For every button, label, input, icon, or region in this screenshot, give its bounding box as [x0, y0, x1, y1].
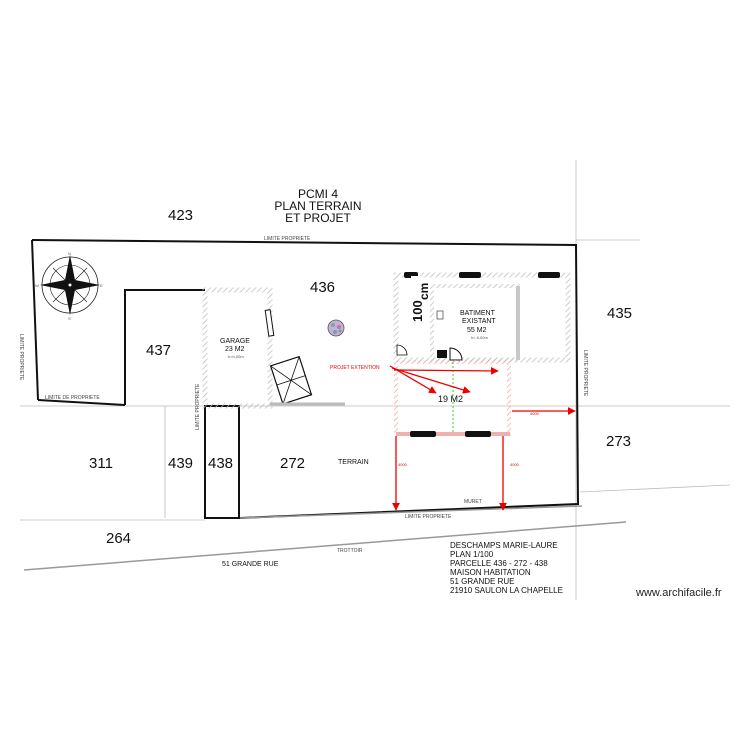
svg-text:BATIMENT: BATIMENT — [460, 310, 496, 317]
svg-text:cm: cm — [417, 283, 431, 300]
svg-text:TROTTOIR: TROTTOIR — [337, 548, 363, 554]
svg-text:100: 100 — [410, 300, 425, 322]
svg-text:435: 435 — [607, 305, 632, 322]
svg-text:DESCHAMPS MARIE-LAURE: DESCHAMPS MARIE-LAURE — [450, 541, 558, 550]
svg-text:311: 311 — [89, 455, 113, 472]
svg-text:55 M2: 55 M2 — [467, 327, 487, 334]
svg-text:PCMI 4: PCMI 4 — [298, 187, 338, 201]
svg-text:PARCELLE 436 - 272 - 438: PARCELLE 436 - 272 - 438 — [450, 559, 548, 568]
svg-text:4000: 4000 — [510, 462, 520, 467]
svg-text:LIMITE PROPRIETE: LIMITE PROPRIETE — [195, 383, 201, 430]
svg-text:ET PROJET: ET PROJET — [285, 211, 351, 225]
svg-text:21910 SAULON LA CHAPELLE: 21910 SAULON LA CHAPELLE — [450, 586, 563, 595]
svg-text:4000: 4000 — [530, 411, 540, 416]
road-lines — [23, 505, 627, 571]
parcel-outline — [31, 239, 580, 519]
svg-text:GARAGE: GARAGE — [220, 338, 250, 345]
svg-text:W: W — [35, 283, 39, 288]
svg-text:273: 273 — [606, 433, 631, 450]
projet-arrows — [389, 365, 576, 511]
svg-text:PLAN 1/100: PLAN 1/100 — [450, 550, 494, 559]
svg-text:51 GRANDE RUE: 51 GRANDE RUE — [222, 561, 279, 568]
svg-text:LIMITE PROPRIETE: LIMITE PROPRIETE — [264, 236, 311, 242]
svg-text:423: 423 — [168, 207, 193, 224]
svg-text:19 M2: 19 M2 — [438, 394, 463, 404]
svg-text:51 GRANDE RUE: 51 GRANDE RUE — [450, 577, 514, 586]
svg-text:272: 272 — [280, 455, 305, 472]
svg-text:436: 436 — [310, 279, 335, 296]
svg-text:4000: 4000 — [398, 462, 408, 467]
svg-text:438: 438 — [208, 455, 233, 472]
garage — [202, 287, 345, 409]
svg-text:E: E — [100, 283, 103, 288]
svg-text:LIMITE PROPRIETE: LIMITE PROPRIETE — [405, 514, 452, 520]
svg-text:439: 439 — [168, 455, 193, 472]
svg-text:23 M2: 23 M2 — [225, 346, 245, 353]
tree-symbol — [327, 319, 345, 337]
svg-text:PROJET EXTENTION: PROJET EXTENTION — [330, 365, 380, 371]
svg-text:PLAN TERRAIN: PLAN TERRAIN — [274, 199, 361, 213]
svg-text:TERRAIN: TERRAIN — [338, 459, 369, 466]
svg-text:EXISTANT: EXISTANT — [462, 318, 496, 325]
ext-dimension: 100 cm — [410, 276, 431, 322]
info-block: DESCHAMPS MARIE-LAURE PLAN 1/100 PARCELL… — [450, 541, 563, 595]
plan-title: PCMI 4 PLAN TERRAIN ET PROJET — [274, 187, 361, 225]
svg-text:MURET: MURET — [464, 499, 482, 505]
svg-text:LIMITE DE PROPRIETE: LIMITE DE PROPRIETE — [45, 395, 100, 401]
svg-text:437: 437 — [146, 342, 171, 359]
compass-rose: N E S W — [35, 251, 103, 321]
svg-text:LIMITE PROPRIETE: LIMITE PROPRIETE — [18, 334, 24, 381]
parcel-numbers: 423 436 437 435 311 439 438 272 273 264 — [89, 207, 632, 547]
extension-project — [394, 360, 511, 437]
watermark: www.archifacile.fr — [635, 587, 722, 599]
svg-text:264: 264 — [106, 530, 131, 547]
svg-text:MAISON HABITATION: MAISON HABITATION — [450, 568, 531, 577]
svg-text:N: N — [68, 251, 71, 256]
room-labels: GARAGE 23 M2 h=h,00m BATIMENT EXISTANT 5… — [220, 310, 540, 568]
svg-text:LIMITE PROPRIETE: LIMITE PROPRIETE — [582, 350, 588, 397]
svg-text:h=h,00m: h=h,00m — [228, 354, 244, 359]
svg-text:S: S — [68, 316, 71, 321]
svg-text:h= 6,00m: h= 6,00m — [471, 335, 488, 340]
boundary-labels: LIMITE PROPRIETE LIMITE PROPRIETE LIMITE… — [18, 236, 588, 554]
